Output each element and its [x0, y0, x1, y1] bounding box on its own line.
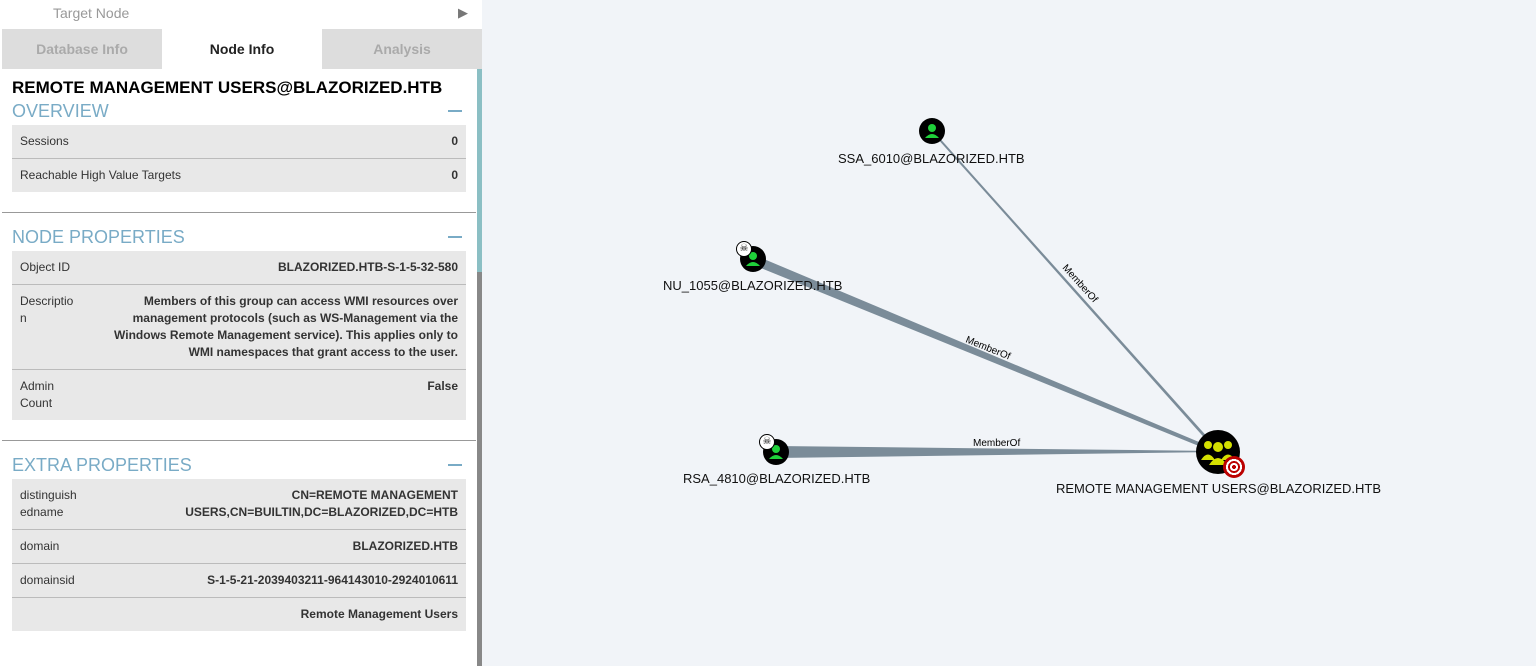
- node-label: NU_1055@BLAZORIZED.HTB: [663, 278, 843, 293]
- edge-ssa-memberof[interactable]: [928, 128, 1219, 452]
- table-row: Sessions 0: [12, 125, 466, 159]
- row-key: distinguishedname: [20, 488, 77, 519]
- edge-rsa-memberof[interactable]: [776, 446, 1218, 458]
- node-title: REMOTE MANAGEMENT USERS@BLAZORIZED.HTB: [12, 78, 443, 97]
- divider: [2, 212, 476, 213]
- node-info-content: REMOTE MANAGEMENT USERS@BLAZORIZED.HTB O…: [2, 69, 476, 666]
- node-label: RSA_4810@BLAZORIZED.HTB: [683, 471, 871, 486]
- table-row: distinguishedname CN=REMOTE MANAGEMENT US…: [12, 479, 466, 530]
- user-icon: [746, 252, 760, 266]
- user-icon: [769, 445, 783, 459]
- extra-properties-table: distinguishedname CN=REMOTE MANAGEMENT US…: [12, 479, 466, 631]
- row-key: domainsid: [20, 573, 75, 587]
- row-value: CN=REMOTE MANAGEMENT USERS,CN=BUILTIN,DC…: [185, 488, 458, 519]
- row-key: Admin Count: [20, 379, 55, 410]
- skull-owned-icon: ☠: [759, 434, 775, 450]
- target-node-placeholder: Target Node: [53, 5, 130, 21]
- row-key: Sessions: [20, 134, 69, 148]
- table-row: Reachable High Value Targets 0: [12, 159, 466, 192]
- high-value-target-icon: [1223, 456, 1245, 478]
- table-row: domainsid S-1-5-21-2039403211-964143010-2…: [12, 564, 466, 598]
- row-value: Remote Management Users: [300, 607, 458, 621]
- row-key: Description: [20, 294, 74, 325]
- section-title: OVERVIEW: [12, 100, 109, 121]
- extra-properties-header[interactable]: EXTRA PROPERTIES: [2, 451, 476, 479]
- divider: [2, 440, 476, 441]
- section-title: EXTRA PROPERTIES: [12, 454, 192, 475]
- scrollbar-thumb[interactable]: [477, 69, 482, 272]
- node-properties-header[interactable]: NODE PROPERTIES: [2, 223, 476, 251]
- row-value: Members of this group can access WMI res…: [114, 294, 458, 359]
- user-icon: [925, 124, 939, 138]
- section-title: NODE PROPERTIES: [12, 226, 185, 247]
- row-key: domain: [20, 539, 60, 553]
- side-panel: Target Node ▶ Database Info Node Info Ana…: [0, 0, 482, 666]
- edge-label: MemberOf: [1060, 263, 1100, 306]
- row-key: Object ID: [20, 260, 71, 274]
- scrollbar[interactable]: [477, 69, 482, 666]
- play-icon[interactable]: ▶: [458, 5, 468, 20]
- node-properties-table: Object ID BLAZORIZED.HTB-S-1-5-32-580 Des…: [12, 251, 466, 420]
- row-value: BLAZORIZED.HTB-S-1-5-32-580: [277, 260, 458, 274]
- graph-canvas[interactable]: MemberOf MemberOf MemberOf SSA_6010@BLAZ…: [482, 0, 1536, 666]
- row-value: False: [427, 379, 458, 393]
- edge-label: MemberOf: [973, 438, 1020, 449]
- table-row: domain BLAZORIZED.HTB: [12, 530, 466, 564]
- node-label: REMOTE MANAGEMENT USERS@BLAZORIZED.HTB: [1056, 481, 1381, 496]
- tab-analysis[interactable]: Analysis: [322, 29, 482, 69]
- row-value: BLAZORIZED.HTB: [352, 539, 458, 553]
- target-node-field[interactable]: Target Node ▶: [0, 0, 482, 26]
- graph-edges: MemberOf MemberOf MemberOf: [752, 128, 1219, 458]
- row-value[interactable]: 0: [451, 168, 458, 182]
- table-row: Object ID BLAZORIZED.HTB-S-1-5-32-580: [12, 251, 466, 285]
- tab-node-info[interactable]: Node Info: [162, 29, 322, 69]
- tab-bar: Database Info Node Info Analysis: [2, 29, 482, 69]
- collapse-icon[interactable]: [448, 236, 462, 238]
- overview-table: Sessions 0 Reachable High Value Targets 0: [12, 125, 466, 192]
- tab-database-info[interactable]: Database Info: [2, 29, 162, 69]
- user-node-ssa[interactable]: [919, 118, 945, 144]
- table-row: Remote Management Users: [12, 598, 466, 631]
- row-key: Reachable High Value Targets: [20, 168, 181, 182]
- row-value[interactable]: 0: [451, 134, 458, 148]
- collapse-icon[interactable]: [448, 110, 462, 112]
- collapse-icon[interactable]: [448, 464, 462, 466]
- edge-nu-memberof[interactable]: [752, 254, 1218, 453]
- overview-header[interactable]: OVERVIEW: [2, 97, 476, 125]
- table-row: Admin Count False: [12, 370, 466, 420]
- table-row: Description Members of this group can acc…: [12, 285, 466, 370]
- node-label: SSA_6010@BLAZORIZED.HTB: [838, 151, 1025, 166]
- skull-owned-icon: ☠: [736, 241, 752, 257]
- row-value: S-1-5-21-2039403211-964143010-2924010611: [207, 573, 458, 587]
